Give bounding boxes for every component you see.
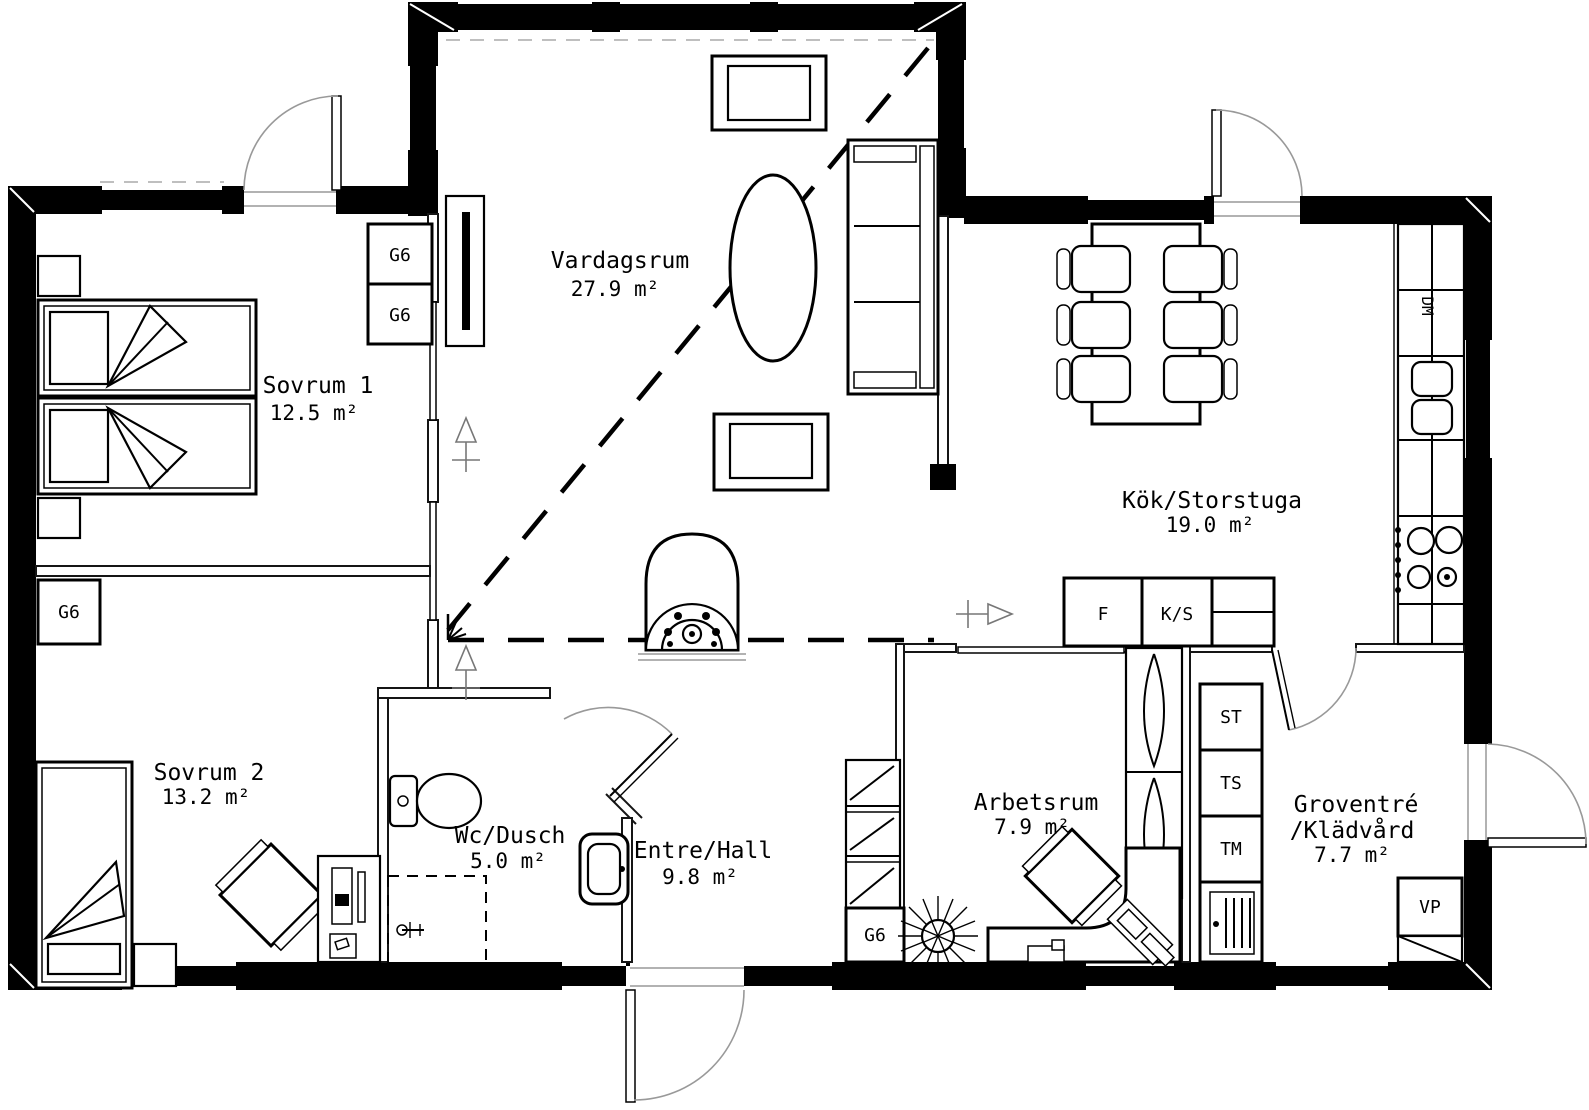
wardrobe-g6: G6 [36, 578, 102, 646]
kitchen: DM F K/S [1056, 222, 1466, 648]
nightstand [132, 942, 178, 988]
heat-pump-label: VP [1419, 897, 1441, 918]
keyboard [1027, 939, 1065, 963]
room-label-arbetsrum: Arbetsrum [974, 790, 1099, 816]
room-area-entre-hall: 9.8 m² [662, 865, 738, 889]
dishwasher-label: DM [1418, 296, 1437, 315]
washbasin [578, 832, 630, 906]
arrow-up-icon [452, 415, 480, 472]
room-area-vardagsrum: 27.9 m² [571, 277, 660, 301]
wardrobe-g6: G6 [844, 906, 906, 964]
wc-dusch-fixtures [387, 772, 630, 965]
entrance-door [625, 967, 745, 1103]
fridge-cabinet: F [1062, 576, 1144, 648]
ceiling-corner-marker [446, 614, 474, 642]
terrace-door-kitchen [1211, 109, 1303, 217]
freezer-pantry-cabinet: K/S [1140, 576, 1214, 648]
room-area-groventre: 7.7 m² [1314, 843, 1390, 867]
cleaning-cabinet: ST [1198, 682, 1264, 752]
vardagsrum-furniture [710, 54, 940, 492]
nightstand [36, 254, 82, 298]
room-area-kok: 19.0 m² [1166, 513, 1255, 537]
room-label-groventre-line2: /Klädvård [1290, 816, 1415, 844]
toilet [388, 772, 483, 830]
wardrobe-g6: G6 [366, 222, 434, 286]
room-label-sovrum2: Sovrum 2 [154, 760, 265, 786]
washing-machine: TM [1198, 814, 1264, 884]
office-chair [1021, 825, 1123, 927]
kitchen-counter: DM [1393, 222, 1466, 646]
freezer-pantry-label: K/S [1161, 604, 1194, 625]
room-area-wc-dusch: 5.0 m² [470, 849, 546, 873]
double-sink [1410, 360, 1454, 436]
armchair [214, 838, 328, 952]
fireplace [638, 532, 746, 661]
room-area-sovrum1: 12.5 m² [270, 401, 359, 425]
washing-machine-label: TM [1220, 839, 1242, 860]
room-label-entre-hall: Entre/Hall [634, 838, 772, 864]
dresser [316, 854, 382, 964]
corner-desk [986, 846, 1182, 968]
window [1088, 200, 1204, 220]
printer [1106, 898, 1176, 968]
single-bed [34, 760, 134, 990]
window [100, 181, 224, 210]
wardrobe-label: G6 [864, 925, 886, 946]
wall-post [930, 464, 956, 490]
sofa [846, 138, 940, 396]
wardrobe-label: G6 [389, 245, 411, 266]
sovrum2-furniture: G6 [34, 578, 382, 990]
cleaning-cabinet-label: ST [1220, 707, 1242, 728]
door-direction-arrows [452, 415, 1015, 700]
fridge-label: F [1098, 604, 1109, 625]
room-label-groventre: Groventré [1294, 792, 1419, 818]
arrow-up-icon [452, 643, 480, 700]
window [446, 4, 934, 41]
split-cabinet [1210, 576, 1276, 648]
stove [1395, 525, 1464, 593]
groventre-exterior-door [1467, 743, 1587, 848]
wardrobe-label: G6 [389, 305, 411, 326]
sovrum1-furniture: G6 G6 [36, 194, 486, 540]
window [410, 58, 964, 150]
room-label-kok: Kök/Storstuga [1122, 488, 1302, 514]
nightstand [36, 496, 82, 540]
arrow-right-icon [956, 600, 1015, 628]
room-label-wc-dusch: Wc/Dusch [455, 823, 566, 849]
room-area-arbetsrum: 7.9 m² [994, 815, 1070, 839]
plant [898, 896, 978, 976]
coffee-table [728, 173, 818, 363]
tv-bench [444, 194, 486, 348]
armchair [712, 412, 830, 492]
dining-chairs [1056, 244, 1238, 404]
sliding-door-sovrum2 [429, 501, 437, 621]
room-labels: Vardagsrum 27.9 m² Sovrum 1 12.5 m² Sovr… [154, 248, 1419, 889]
drying-cabinet: TS [1198, 748, 1264, 818]
exterior-doors [243, 95, 1587, 1103]
room-label-vardagsrum: Vardagsrum [551, 248, 689, 274]
heat-pump: VP [1396, 876, 1464, 964]
shower [387, 875, 487, 965]
terrace-door-sovrum1 [243, 95, 342, 207]
room-label-sovrum1: Sovrum 1 [263, 373, 374, 399]
sliding-door-kitchen [957, 646, 1125, 654]
wardrobe-g6: G6 [366, 282, 434, 346]
arbetsrum-furniture [986, 646, 1184, 968]
louvered-door-cabinet [1198, 880, 1264, 964]
wardrobe-label: G6 [58, 602, 80, 623]
groventre-inner-door [1271, 647, 1357, 731]
exterior-walls [8, 2, 1492, 990]
drying-cabinet-label: TS [1220, 773, 1242, 794]
wc-door [563, 706, 679, 803]
armchair [710, 54, 828, 132]
hat-shelf [844, 758, 902, 912]
window [1466, 340, 1490, 458]
hall-furniture: G6 [844, 758, 978, 976]
room-area-sovrum2: 13.2 m² [162, 785, 251, 809]
groventre-fixtures: ST TS TM VP [1198, 682, 1464, 964]
double-bed [36, 298, 258, 496]
